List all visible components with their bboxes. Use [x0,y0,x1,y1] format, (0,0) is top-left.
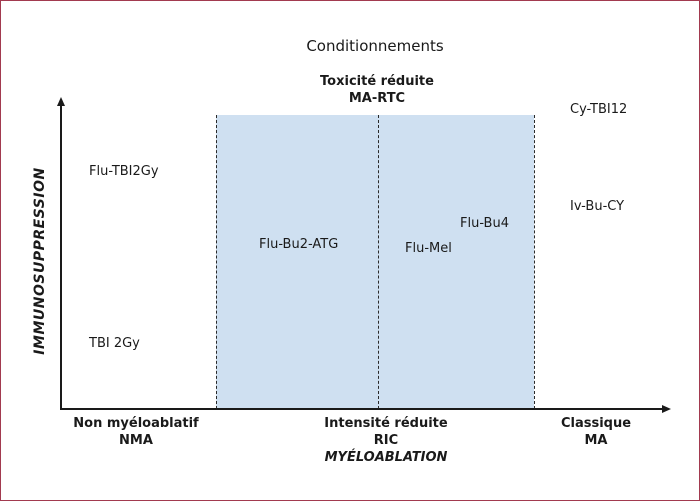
divider-left [216,115,217,409]
x-axis-title: MYÉLOABLATION [324,450,448,465]
regimen-flu-bu2-atg: Flu-Bu2-ATG [259,237,339,252]
regimen-flu-tbi2gy: Flu-TBI2Gy [89,164,159,179]
regimen-flu-bu4: Flu-Bu4 [460,216,509,231]
category-ric: Intensité réduite RIC MYÉLOABLATION [301,415,471,466]
category-nma-line2: NMA [119,433,153,448]
x-axis-arrow [662,405,671,413]
y-axis-arrow [57,97,65,106]
regimen-tbi-2gy: TBI 2Gy [89,336,140,351]
category-ma: Classique MA [541,415,651,449]
y-axis-title: IMMUNOSUPPRESSION [32,167,48,355]
divider-right [534,115,535,409]
x-axis-line [60,408,662,410]
regimen-cy-tbi12: Cy-TBI12 [570,102,628,117]
category-nma: Non myéloablatif NMA [61,415,211,449]
regimen-flu-mel: Flu-Mel [405,241,452,256]
category-ric-line2: RIC [373,433,399,448]
reduced-toxicity-band [216,115,534,409]
reduced-toxicity-header: Toxicité réduite MA-RTC [277,73,477,107]
header-line2: MA-RTC [348,91,406,106]
category-ric-line1: Intensité réduite [324,416,448,431]
category-ma-line1: Classique [560,416,632,431]
category-ma-line2: MA [584,433,608,448]
y-axis-line [60,105,62,410]
regimen-iv-bu-cy: Iv-Bu-CY [570,199,625,214]
category-nma-line1: Non myéloablatif [73,416,199,431]
divider-middle [378,115,379,409]
diagram-title: Conditionnements [306,37,444,55]
header-line1: Toxicité réduite [320,74,434,89]
